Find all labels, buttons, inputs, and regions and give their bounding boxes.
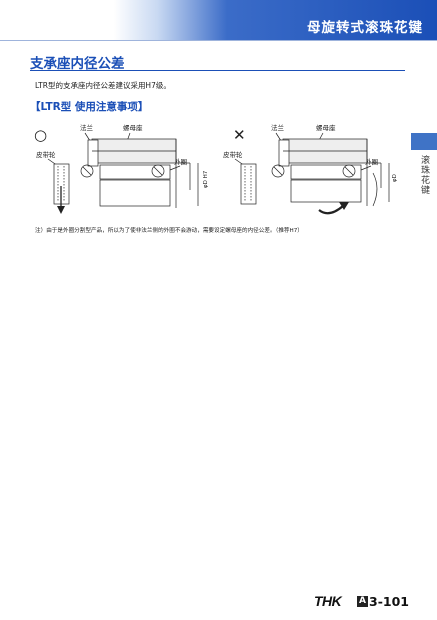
svg-text:THK: THK bbox=[314, 593, 343, 609]
note-text: 注）由于是外圈分割型产品，所以为了使非法兰侧的外圈不会游动，需要设定螺母座的内径… bbox=[35, 228, 303, 234]
outer-ring-label: 外圈 bbox=[174, 157, 187, 166]
incorrect-mark: ✕ bbox=[233, 126, 246, 144]
page-number: 3-101 bbox=[369, 594, 409, 609]
subsection-title: 【LTR型 使用注意事项】 bbox=[30, 101, 149, 113]
thk-logo: THK bbox=[314, 593, 354, 613]
header-title: 母旋转式滚珠花键 bbox=[307, 20, 423, 36]
bore-label: φD H7 bbox=[203, 170, 209, 188]
section-body: LTR型的支承座内径公差建议采用H7级。 bbox=[35, 81, 171, 90]
nut-seat-label: 螺母座 bbox=[123, 123, 143, 132]
header-divider bbox=[0, 40, 437, 41]
diagram-correct: ○ 法兰 螺母座 皮带轮 外圈 φD H7 bbox=[34, 123, 209, 214]
page-badge: A bbox=[357, 596, 368, 607]
pulley-label: 皮带轮 bbox=[223, 150, 243, 159]
correct-mark: ○ bbox=[34, 126, 47, 144]
diagram-incorrect: ✕ 法兰 螺母座 皮带轮 外圈 φD bbox=[223, 123, 398, 215]
side-tab[interactable] bbox=[411, 133, 437, 150]
header-bar bbox=[0, 0, 437, 40]
side-label: 滚珠花键 bbox=[419, 155, 429, 195]
flange-label: 法兰 bbox=[80, 123, 94, 132]
section-rule bbox=[30, 70, 405, 71]
nut-seat-label: 螺母座 bbox=[316, 123, 336, 132]
bore-label: φD bbox=[392, 174, 398, 182]
usage-diagrams: ○ 法兰 螺母座 皮带轮 外圈 φD H7 ✕ bbox=[30, 118, 400, 222]
pulley-label: 皮带轮 bbox=[36, 150, 56, 159]
section-title: 支承座内径公差 bbox=[30, 56, 125, 72]
outer-ring-label: 外圈 bbox=[365, 157, 378, 166]
flange-label: 法兰 bbox=[271, 123, 285, 132]
